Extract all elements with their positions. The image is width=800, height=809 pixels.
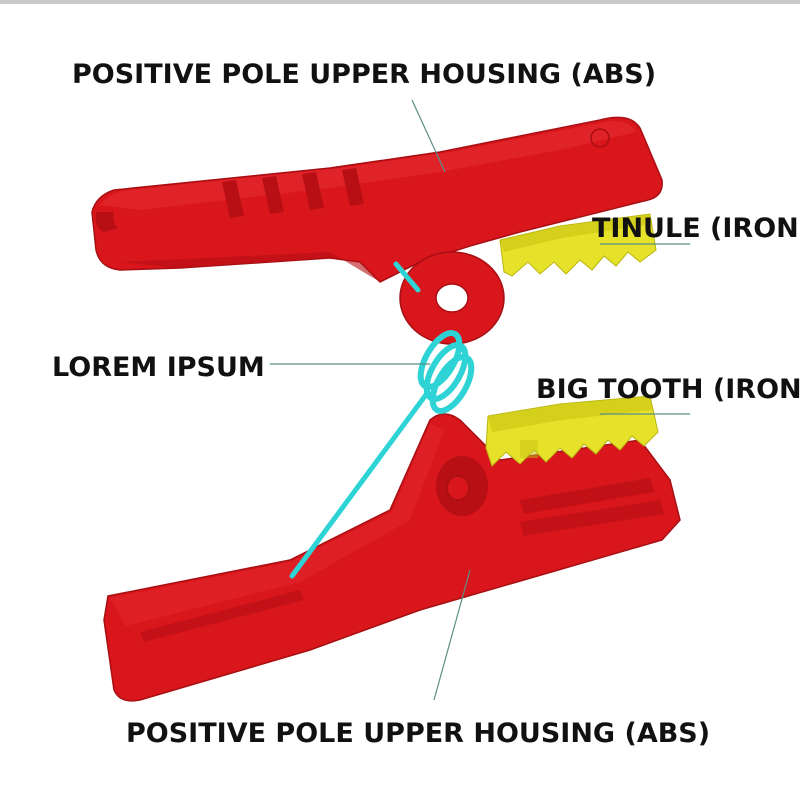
leader-top-housing: [411, 99, 446, 173]
label-spring: LOREM IPSUM: [52, 352, 265, 383]
leader-bottom-housing: [433, 569, 471, 701]
lower-housing: [103, 413, 681, 702]
top-border: [0, 0, 800, 4]
label-tinule: TINULE (IRON): [592, 213, 800, 244]
tinule-teeth: [499, 213, 657, 277]
label-big-tooth: BIG TOOTH (IRON): [536, 374, 800, 405]
label-top-housing: POSITIVE POLE UPPER HOUSING (ABS): [72, 59, 656, 90]
spring-coil: [289, 261, 475, 579]
upper-housing: [91, 116, 663, 283]
label-bottom-housing: POSITIVE POLE UPPER HOUSING (ABS): [126, 718, 710, 749]
